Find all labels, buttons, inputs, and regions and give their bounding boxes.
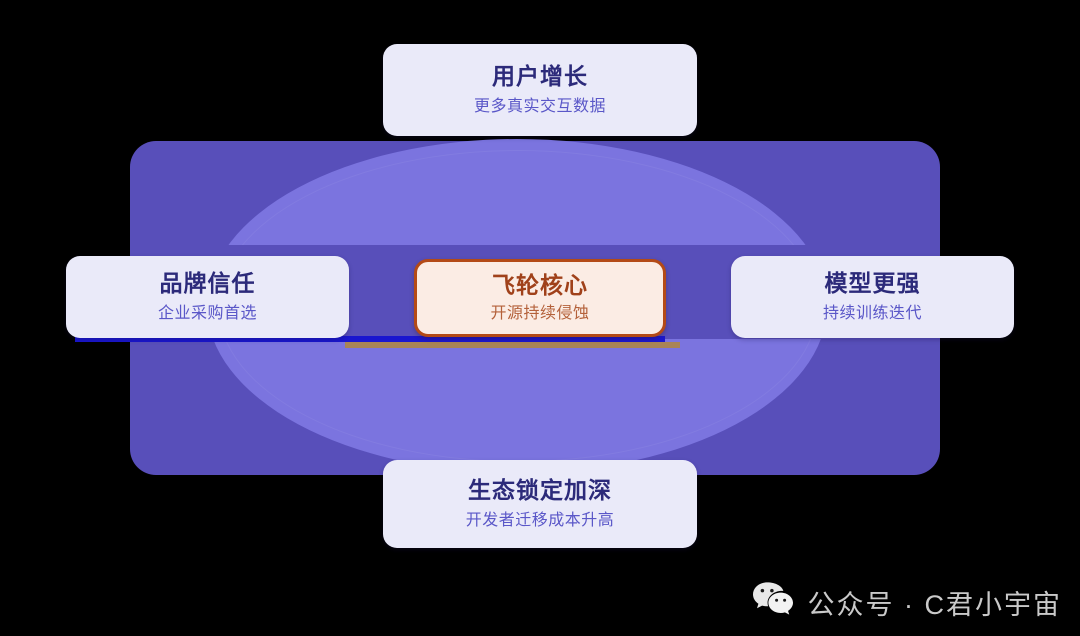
node-title: 飞轮核心 — [492, 272, 588, 299]
node-stronger-model[interactable]: 模型更强 持续训练迭代 — [731, 256, 1014, 338]
node-flywheel-core[interactable]: 飞轮核心 开源持续侵蚀 — [414, 259, 666, 337]
accent-line-tan — [345, 342, 680, 348]
node-ecosystem-lockin[interactable]: 生态锁定加深 开发者迁移成本升高 — [383, 460, 697, 548]
watermark: 公众号 · C君小宇宙 — [752, 581, 1063, 624]
node-subtitle: 开源持续侵蚀 — [490, 305, 590, 323]
node-subtitle: 企业采购首选 — [157, 305, 257, 323]
node-user-growth[interactable]: 用户增长 更多真实交互数据 — [383, 44, 697, 136]
node-subtitle: 持续训练迭代 — [822, 305, 922, 323]
node-title: 品牌信任 — [159, 270, 256, 297]
node-title: 生态锁定加深 — [468, 477, 612, 504]
node-title: 模型更强 — [824, 270, 921, 297]
node-subtitle: 更多真实交互数据 — [473, 98, 606, 116]
node-brand-trust[interactable]: 品牌信任 企业采购首选 — [66, 256, 349, 338]
wechat-icon — [752, 581, 794, 624]
accent-line-blue — [75, 336, 665, 342]
node-subtitle: 开发者迁移成本升高 — [465, 512, 615, 530]
node-title: 用户增长 — [492, 63, 588, 90]
watermark-text: 公众号 · C君小宇宙 — [807, 590, 1062, 620]
